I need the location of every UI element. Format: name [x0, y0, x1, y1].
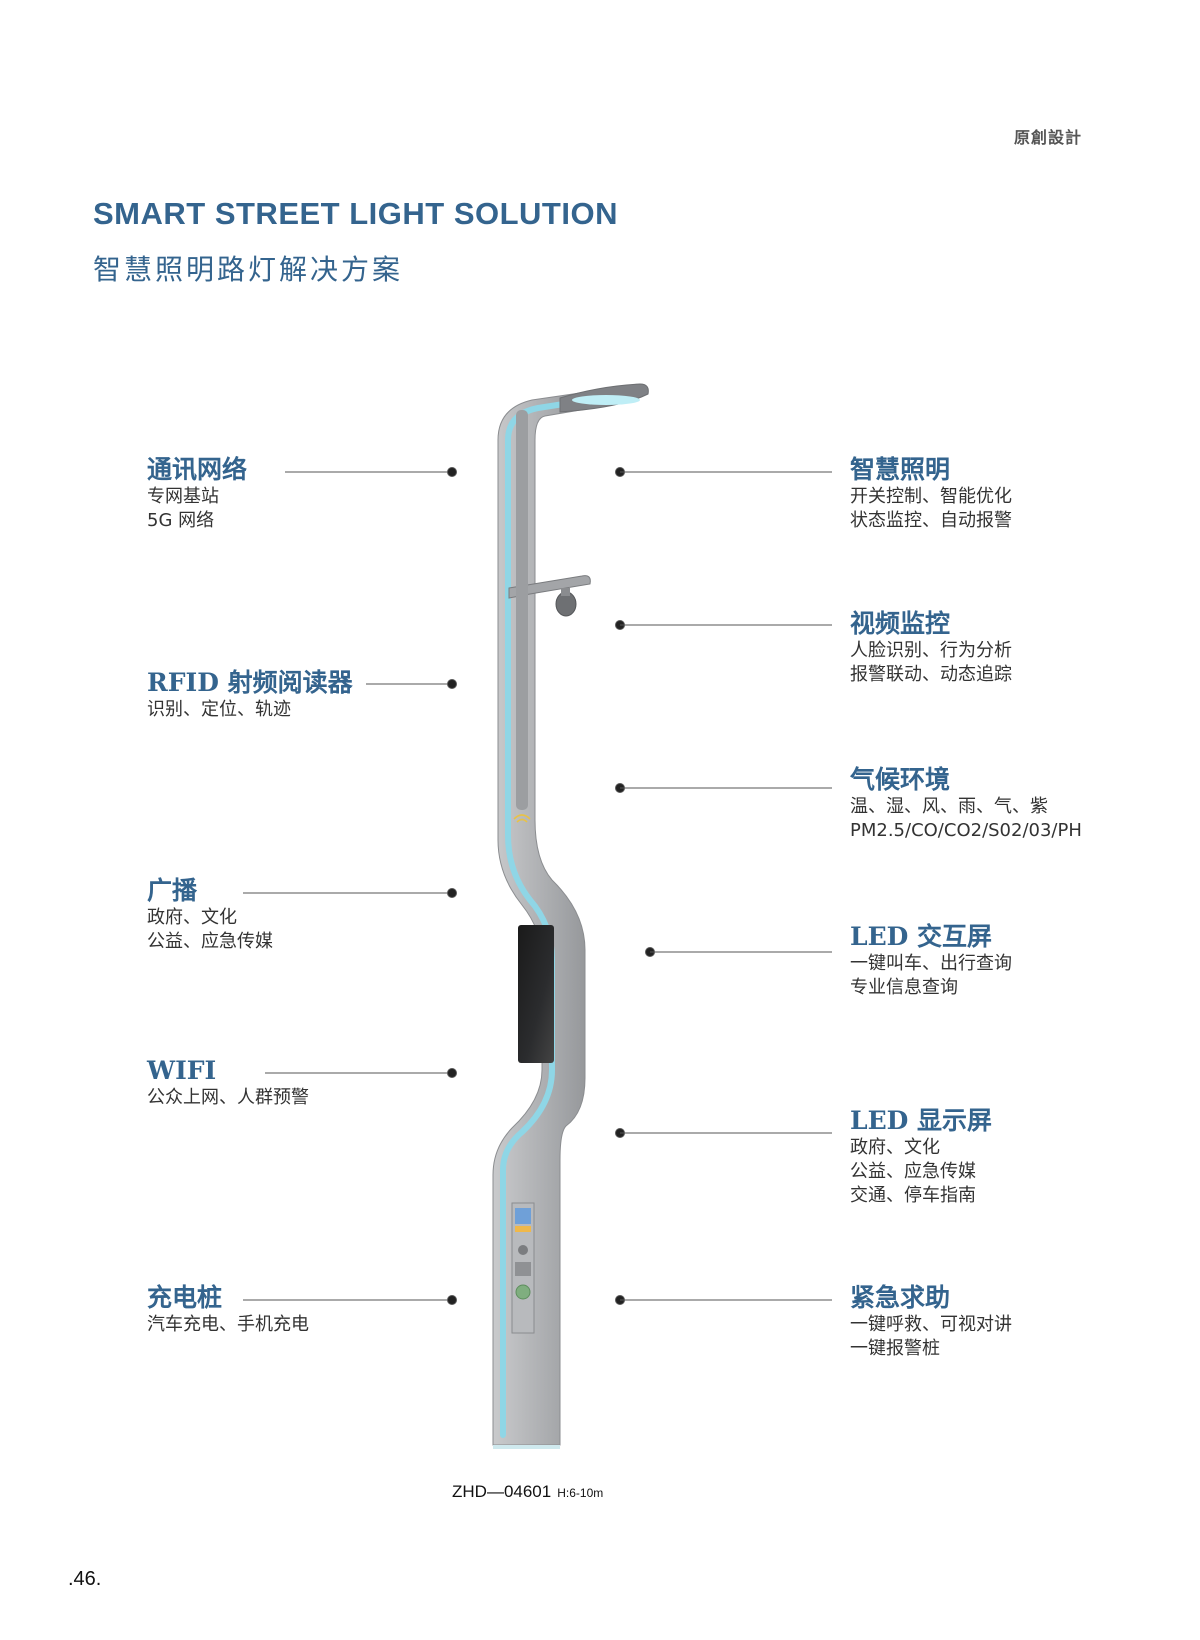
model-caption: ZHD—04601 H:6-10m: [452, 1482, 603, 1502]
feature-line: PM2.5/CO/CO2/S02/03/PH: [850, 820, 1082, 841]
feature-video-surveillance: 视频监控 人脸识别、行为分析 报警联动、动态追踪: [850, 609, 1012, 687]
feature-line: 状态监控、自动报警: [850, 510, 1012, 531]
feature-line: 汽车充电、手机充电: [147, 1314, 309, 1335]
pole-base: [493, 1445, 560, 1449]
feature-title: 视频监控: [850, 609, 951, 638]
feature-title: RFID 射频阅读器: [147, 668, 353, 697]
title-chinese: 智慧照明路灯解决方案: [93, 253, 404, 286]
feature-climate: 气候环境 温、湿、风、雨、气、紫 PM2.5/CO/CO2/S02/03/PH: [850, 765, 1082, 843]
feature-title: 通讯网络: [147, 455, 248, 484]
antenna-slot: [516, 410, 528, 810]
feature-line: 公益、应急传媒: [147, 931, 273, 952]
feature-line: 专业信息查询: [850, 977, 958, 998]
wifi-symbol: [513, 814, 531, 823]
left-callouts: [243, 467, 457, 1305]
feature-line: 报警联动、动态追踪: [850, 664, 1012, 685]
original-design-tag: 原創設計: [1013, 128, 1082, 147]
feature-communication: 通讯网络 专网基站 5G 网络: [147, 455, 247, 533]
led-screen: [518, 925, 554, 1063]
feature-line: 人脸识别、行为分析: [850, 640, 1012, 661]
feature-title: 充电桩: [147, 1283, 223, 1312]
feature-title: 紧急求助: [850, 1283, 951, 1312]
feature-line: 公益、应急传媒: [850, 1161, 976, 1182]
feature-emergency: 紧急求助 一键呼救、可视对讲 一键报警桩: [850, 1283, 1012, 1361]
feature-rfid: RFID 射频阅读器 识别、定位、轨迹: [147, 668, 353, 722]
model-number: ZHD—04601: [452, 1482, 552, 1501]
title-english: SMART STREET LIGHT SOLUTION: [93, 196, 618, 231]
feature-charging: 充电桩 汽车充电、手机充电: [147, 1283, 309, 1337]
feature-title: LED 显示屏: [850, 1106, 993, 1135]
camera-arm: [508, 575, 591, 599]
feature-title: 广播: [147, 876, 198, 905]
feature-led-interactive: LED 交互屏 一键叫车、出行查询 专业信息查询: [850, 922, 1012, 1000]
feature-line: 交通、停车指南: [850, 1185, 976, 1206]
page-number: .46.: [68, 1568, 102, 1590]
feature-wifi: WIFI 公众上网、人群预警: [147, 1056, 309, 1110]
feature-line: 识别、定位、轨迹: [147, 699, 291, 720]
feature-title: LED 交互屏: [850, 922, 993, 951]
feature-line: 专网基站: [147, 486, 219, 507]
camera-mount: [561, 588, 570, 596]
feature-line: 5G 网络: [147, 510, 215, 531]
lamp-head-glow: [572, 395, 640, 405]
feature-line: 开关控制、智能优化: [850, 486, 1012, 507]
feature-line: 公众上网、人群预警: [147, 1087, 309, 1108]
feature-line: 一键报警桩: [850, 1338, 940, 1359]
feature-line: 温、湿、风、雨、气、紫: [850, 796, 1048, 817]
feature-smart-lighting: 智慧照明 开关控制、智能优化 状态监控、自动报警: [850, 455, 1012, 533]
feature-title: 智慧照明: [850, 455, 951, 484]
feature-title: 气候环境: [850, 765, 951, 794]
feature-broadcast: 广播 政府、文化 公益、应急传媒: [147, 876, 273, 954]
feature-line: 一键叫车、出行查询: [850, 953, 1012, 974]
feature-line: 政府、文化: [147, 907, 237, 928]
feature-line: 一键呼救、可视对讲: [850, 1314, 1012, 1335]
right-callouts: [615, 467, 832, 1305]
feature-line: 政府、文化: [850, 1137, 940, 1158]
height-range: H:6-10m: [557, 1486, 604, 1500]
feature-title: WIFI: [147, 1056, 217, 1085]
feature-led-display: LED 显示屏 政府、文化 公益、应急传媒 交通、停车指南: [850, 1106, 992, 1208]
